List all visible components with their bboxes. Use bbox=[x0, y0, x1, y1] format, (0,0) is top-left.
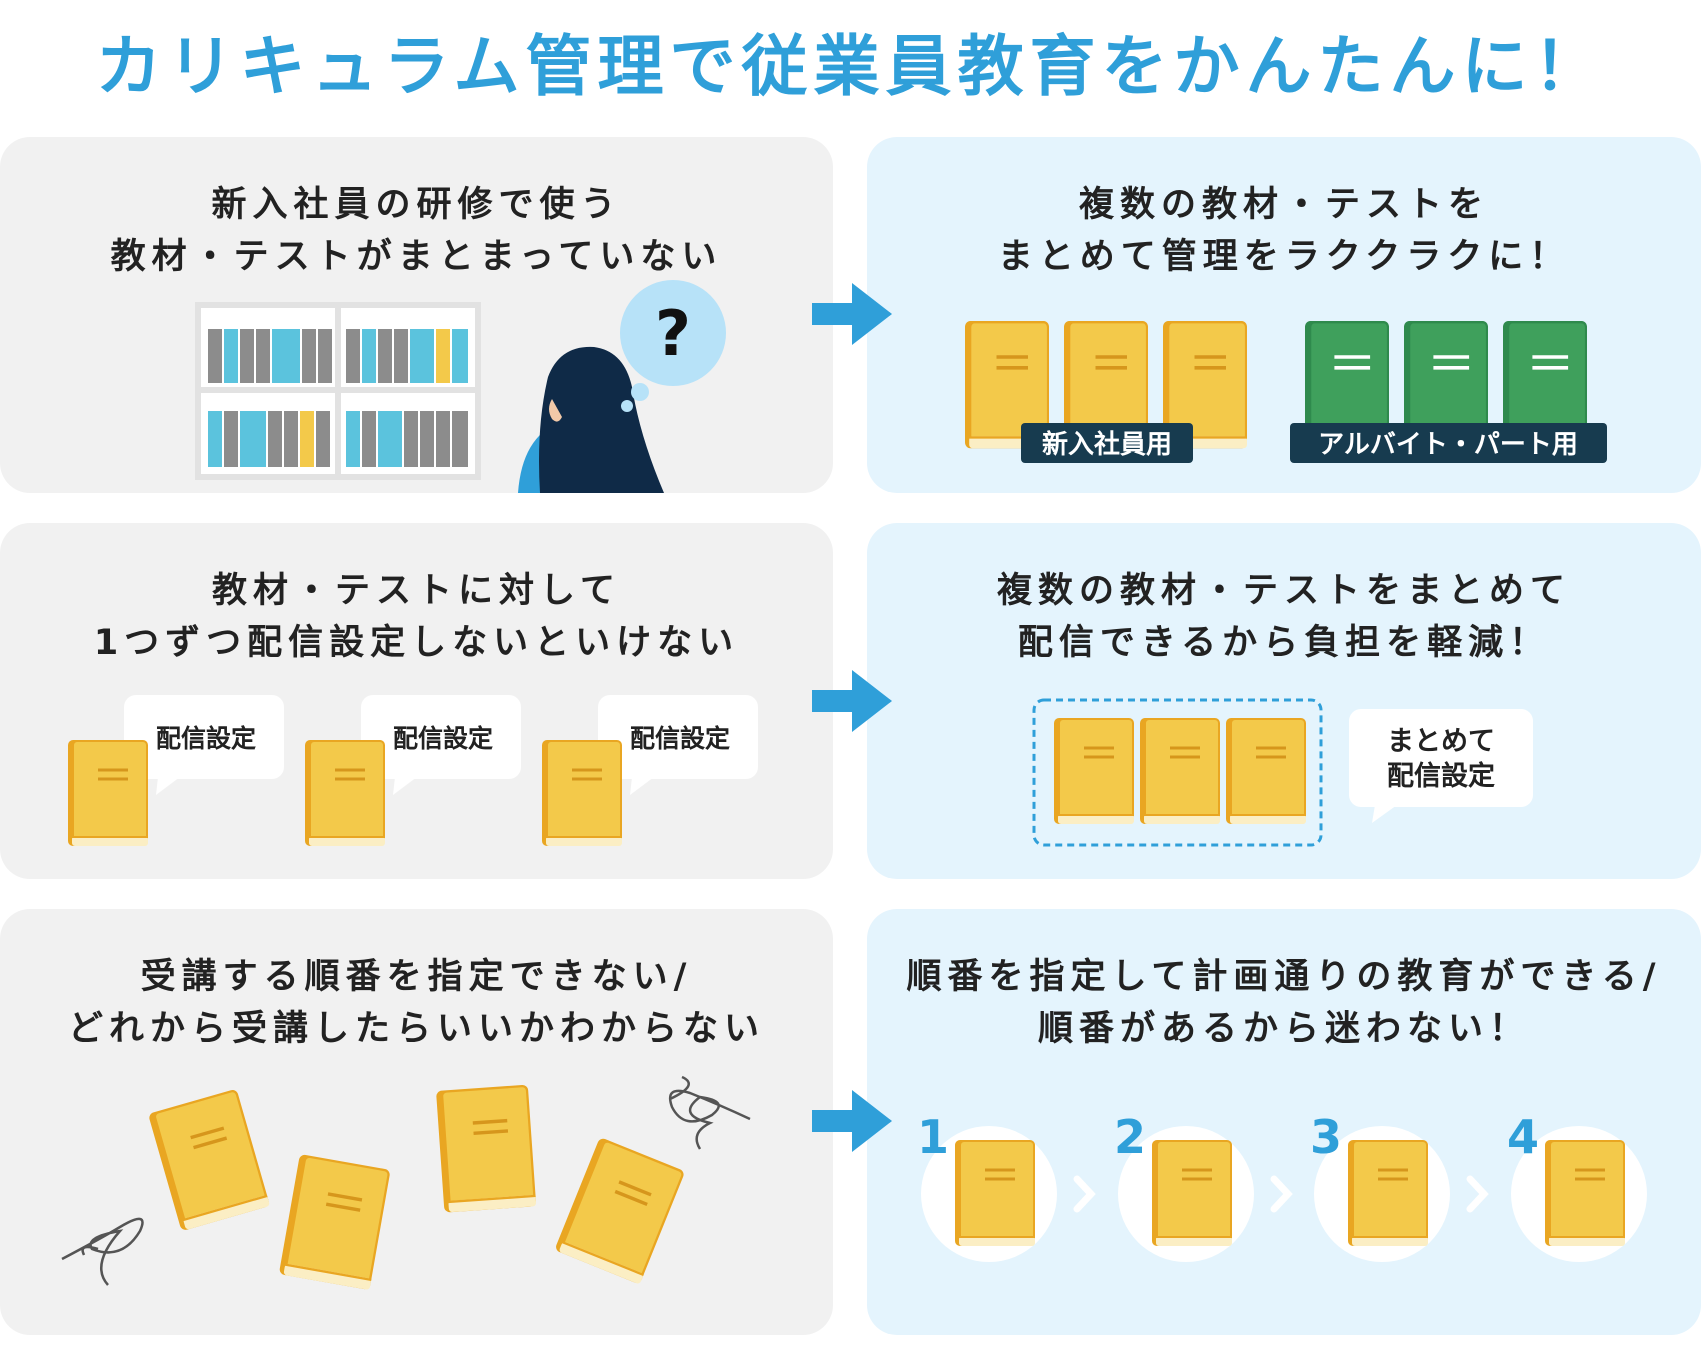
problem-text-line: どれから受講したらいいかわからない bbox=[67, 1009, 765, 1049]
book-icon bbox=[953, 1138, 1037, 1248]
book-icon bbox=[1138, 716, 1222, 826]
chevron-right-icon bbox=[1073, 1175, 1096, 1213]
delivery-item-2: 配信設定 bbox=[303, 695, 521, 848]
problem-text-line: 教材・テストに対して bbox=[212, 571, 621, 611]
chevron-right-icon bbox=[1466, 1175, 1489, 1213]
label-part-time: アルバイト・パート用 bbox=[1290, 423, 1607, 463]
book-icon bbox=[1052, 716, 1136, 826]
chevron-right-icon bbox=[1270, 1175, 1293, 1213]
step-number: 4 bbox=[1507, 1110, 1539, 1164]
svg-text:配信設定: 配信設定 bbox=[1387, 760, 1495, 792]
problem-text-line: 1つずつ配信設定しないといけない bbox=[93, 623, 740, 663]
svg-text:アルバイト・パート用: アルバイト・パート用 bbox=[1318, 430, 1578, 460]
solution-text-line: 順番を指定して計画通りの教育ができる/ bbox=[906, 957, 1662, 997]
bookshelf bbox=[195, 302, 481, 480]
arrow-right-icon bbox=[812, 283, 892, 345]
solution-text-line: 複数の教材・テストを bbox=[1078, 185, 1489, 225]
book-icon bbox=[552, 1135, 688, 1287]
book-icon bbox=[66, 738, 150, 848]
book-icon bbox=[1150, 1138, 1234, 1248]
label-new-employees: 新入社員用 bbox=[1021, 423, 1193, 463]
arrow-right-icon bbox=[812, 1090, 892, 1152]
problem-panel-1: 新入社員の研修で使う 教材・テストがまとまっていない bbox=[0, 137, 833, 493]
book-icon bbox=[1543, 1138, 1627, 1248]
delivery-item-1: 配信設定 bbox=[66, 695, 284, 848]
step-2: 2 bbox=[1114, 1110, 1254, 1262]
individual-delivery-illustration: 配信設定 配信設定 配信設定 bbox=[66, 695, 758, 848]
step-number: 1 bbox=[917, 1110, 949, 1164]
solution-text-line: まとめて管理をラククラクに！ bbox=[997, 237, 1571, 277]
book-icon bbox=[146, 1086, 272, 1233]
delivery-item-3: 配信設定 bbox=[540, 695, 758, 848]
svg-text:新入社員用: 新入社員用 bbox=[1042, 429, 1172, 460]
solution-text-line: 配信できるから負担を軽減！ bbox=[1017, 623, 1551, 663]
solution-panel-2: 複数の教材・テストをまとめて 配信できるから負担を軽減！ まとめて 配信設定 bbox=[867, 523, 1701, 879]
page-title: カリキュラム管理で従業員教育をかんたんに！ bbox=[95, 28, 1606, 105]
solution-text-1: 複数の教材・テストを まとめて管理をラククラクに！ bbox=[867, 179, 1701, 283]
problem-text-1: 新入社員の研修で使う 教材・テストがまとまっていない bbox=[0, 179, 833, 283]
bulk-delivery-illustration: まとめて 配信設定 bbox=[1032, 698, 1533, 847]
scattered-books-illustration bbox=[61, 1075, 751, 1292]
selection-box bbox=[1032, 698, 1323, 847]
step-4: 4 bbox=[1507, 1110, 1647, 1262]
problem-text-line: 教材・テストがまとまっていない bbox=[110, 237, 723, 277]
solution-panel-1: 複数の教材・テストを まとめて管理をラククラクに！ 新入社員用 アルバイト・パー… bbox=[867, 137, 1701, 493]
scribble-icon bbox=[668, 1075, 751, 1150]
bookshelf-illustration: ? bbox=[195, 280, 726, 493]
step-3: 3 bbox=[1310, 1110, 1450, 1262]
book-icon bbox=[1224, 716, 1308, 826]
person-icon bbox=[518, 346, 664, 493]
solution-text-line: 順番があるから迷わない！ bbox=[1037, 1009, 1530, 1049]
grouped-books-illustration: 新入社員用 アルバイト・パート用 bbox=[963, 319, 1607, 463]
solution-text-2: 複数の教材・テストをまとめて 配信できるから負担を軽減！ bbox=[867, 565, 1701, 669]
step-number: 2 bbox=[1114, 1110, 1146, 1164]
step-number: 3 bbox=[1310, 1110, 1342, 1164]
problem-panel-2: 教材・テストに対して 1つずつ配信設定しないといけない 配信設定 配信設定 配信… bbox=[0, 523, 833, 879]
thought-bubble-icon: ? bbox=[620, 280, 726, 412]
problem-text-line: 受講する順番を指定できない/ bbox=[140, 957, 693, 997]
ordered-steps-illustration: 1 2 3 4 bbox=[917, 1110, 1647, 1262]
book-icon bbox=[1346, 1138, 1430, 1248]
problem-panel-3: 受講する順番を指定できない/ どれから受講したらいいかわからない bbox=[0, 909, 833, 1335]
bubble-label: 配信設定 bbox=[393, 724, 493, 753]
bubble-label: 配信設定 bbox=[630, 724, 730, 753]
question-mark: ? bbox=[655, 297, 691, 370]
scribble-icon bbox=[61, 1217, 144, 1286]
problem-text-2: 教材・テストに対して 1つずつ配信設定しないといけない bbox=[0, 565, 833, 669]
solution-panel-3: 順番を指定して計画通りの教育ができる/ 順番があるから迷わない！ 1 2 3 4 bbox=[867, 909, 1701, 1335]
bubble-label: 配信設定 bbox=[156, 724, 256, 753]
svg-text:まとめて: まとめて bbox=[1387, 726, 1495, 757]
step-1: 1 bbox=[917, 1110, 1057, 1262]
solution-text-3: 順番を指定して計画通りの教育ができる/ 順番があるから迷わない！ bbox=[867, 951, 1701, 1055]
solution-text-line: 複数の教材・テストをまとめて bbox=[996, 571, 1571, 611]
book-icon bbox=[540, 738, 624, 848]
book-icon bbox=[434, 1082, 539, 1215]
book-icon bbox=[277, 1152, 393, 1292]
arrow-right-icon bbox=[812, 670, 892, 732]
problem-text-3: 受講する順番を指定できない/ どれから受講したらいいかわからない bbox=[0, 951, 833, 1055]
bulk-delivery-bubble: まとめて 配信設定 bbox=[1349, 709, 1533, 823]
book-icon bbox=[303, 738, 387, 848]
problem-text-line: 新入社員の研修で使う bbox=[211, 185, 622, 225]
